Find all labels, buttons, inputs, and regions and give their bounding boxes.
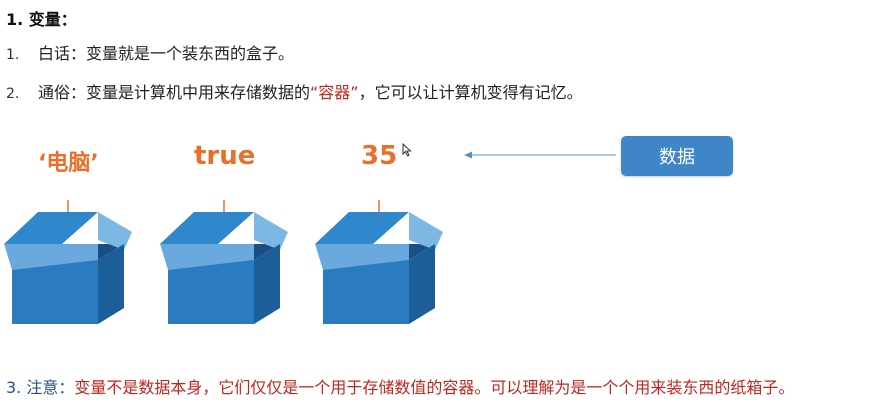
list-text: 白话：变量就是一个装东西的盒子。: [38, 44, 295, 63]
box-icon: [4, 200, 132, 324]
quoted-term: “容器”: [310, 83, 359, 102]
list-text-before: 通俗：变量是计算机中用来存储数据的: [38, 83, 311, 102]
data-label-button: 数据: [621, 136, 733, 176]
box-icon: [315, 200, 443, 324]
arrow-left-icon: [464, 151, 616, 159]
box-label-true: true: [194, 141, 256, 171]
note-prefix: 3. 注意：: [6, 378, 75, 397]
box-icon: [160, 200, 288, 324]
list-text-after: ，它可以让计算机变得有记忆。: [358, 83, 583, 102]
note-line: 3. 注意：变量不是数据本身，它们仅仅是一个用于存储数值的容器。可以理解为是一个…: [6, 374, 794, 398]
list-item: 2. 通俗：变量是计算机中用来存储数据的“容器”，它可以让计算机变得有记忆。: [6, 79, 583, 103]
list-item: 1. 白话：变量就是一个装东西的盒子。: [6, 40, 294, 64]
note-body: 变量不是数据本身，它们仅仅是一个用于存储数值的容器。可以理解为是一个个用来装东西…: [74, 378, 795, 397]
mouse-cursor-icon: [402, 143, 412, 157]
section-heading: 1. 变量：: [6, 10, 77, 29]
list-number: 1.: [6, 47, 20, 63]
box-label-35: 35: [361, 141, 398, 171]
list-number: 2.: [6, 86, 20, 102]
box-label-computer: ‘电脑’: [38, 151, 99, 176]
